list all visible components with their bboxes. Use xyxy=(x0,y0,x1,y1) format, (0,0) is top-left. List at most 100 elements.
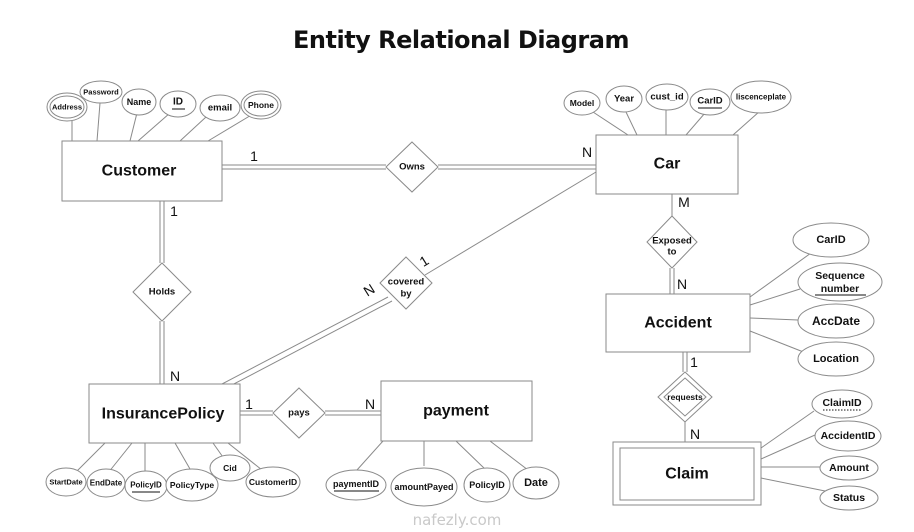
attribute-label: ClaimID xyxy=(822,397,862,409)
cardinality-owns-customer: 1 xyxy=(250,148,258,164)
entity-label: Car xyxy=(654,156,681,173)
attribute-carid[interactable]: CarID xyxy=(792,222,870,258)
relationship-requests-identifying[interactable]: requests xyxy=(657,371,713,423)
relationship-label-line2: to xyxy=(668,247,677,258)
watermark-text: nafezly.com xyxy=(413,511,502,529)
relationship-holds[interactable]: Holds xyxy=(132,262,192,322)
attribute-amountpayed[interactable]: amountPayed xyxy=(390,467,458,507)
attribute-paymentid-key[interactable]: paymentID xyxy=(325,469,387,501)
attr-line xyxy=(107,442,133,474)
entity-accident[interactable]: Accident xyxy=(605,293,751,353)
attribute-name[interactable]: Name xyxy=(121,88,157,116)
attr-line xyxy=(760,477,831,493)
attr-line xyxy=(179,116,207,142)
attribute-accidentid[interactable]: AccidentID xyxy=(814,420,882,452)
connectors xyxy=(71,102,831,493)
accident-attributes: CarID Sequence number AccDate Location xyxy=(792,222,883,377)
attribute-customerid[interactable]: CustomerID xyxy=(245,466,301,498)
entity-insurance-policy[interactable]: InsurancePolicy xyxy=(88,383,241,444)
relationship-exposed-to[interactable]: Exposed to xyxy=(646,215,698,269)
attr-line xyxy=(174,442,191,470)
coveredby-policy-line xyxy=(221,296,389,385)
attribute-location[interactable]: Location xyxy=(797,341,875,377)
attribute-label-line1: Sequence xyxy=(815,270,865,282)
attribute-label: email xyxy=(208,103,232,114)
entity-car[interactable]: Car xyxy=(595,134,739,195)
attribute-carid-key[interactable]: CarID xyxy=(689,88,731,116)
customer-attributes: Address Password Name ID email Phone xyxy=(46,80,282,122)
attribute-policytype[interactable]: PolicyType xyxy=(165,468,219,502)
attribute-label: Location xyxy=(813,353,859,365)
attribute-label: AccidentID xyxy=(821,430,876,442)
attr-line xyxy=(749,330,807,354)
attr-line xyxy=(760,410,815,449)
attribute-amount[interactable]: Amount xyxy=(819,455,879,481)
attribute-label: Address xyxy=(52,103,82,112)
entity-payment[interactable]: payment xyxy=(380,380,533,442)
entity-label: Customer xyxy=(102,163,177,180)
attribute-date[interactable]: Date xyxy=(512,466,560,500)
cardinality-pays-policy: 1 xyxy=(245,396,253,412)
entity-claim-weak[interactable]: Claim xyxy=(612,441,762,506)
cardinality-owns-car: N xyxy=(582,144,592,160)
attribute-label: AccDate xyxy=(812,314,860,328)
cardinality-pays-payment: N xyxy=(365,396,375,412)
attr-line xyxy=(625,111,638,136)
relationship-label: Owns xyxy=(399,162,425,173)
attribute-label: Date xyxy=(524,477,548,489)
attribute-model[interactable]: Model xyxy=(563,90,601,116)
attribute-label: EndDate xyxy=(90,479,123,488)
car-attributes: Model Year cust_id CarID liscenceplate xyxy=(563,80,792,116)
claim-attributes: ClaimID AccidentID Amount Status xyxy=(811,389,882,511)
attribute-accdate[interactable]: AccDate xyxy=(797,303,875,339)
attribute-label: CustomerID xyxy=(249,477,297,487)
attribute-policyid[interactable]: PolicyID xyxy=(463,467,511,503)
attribute-cid[interactable]: Cid xyxy=(209,454,251,482)
attribute-licenceplate[interactable]: liscenceplate xyxy=(730,80,792,114)
attribute-sequence-number-key[interactable]: Sequence number xyxy=(797,262,883,302)
attribute-email[interactable]: email xyxy=(199,94,241,122)
coveredby-policy-line-2 xyxy=(229,300,393,387)
attr-line xyxy=(356,440,384,471)
attribute-label: CarID xyxy=(816,234,845,246)
relationship-label-line2: by xyxy=(400,289,412,300)
attribute-label: PolicyType xyxy=(170,480,215,490)
attribute-label: CarID xyxy=(697,96,722,107)
attr-line xyxy=(749,317,799,321)
attribute-label: Status xyxy=(833,492,865,504)
cardinality-coveredby-car: 1 xyxy=(416,252,431,270)
attribute-id-key[interactable]: ID xyxy=(159,90,197,118)
car-coveredby-line xyxy=(424,171,597,276)
attribute-label: Model xyxy=(570,98,595,108)
attribute-phone-multivalued[interactable]: Phone xyxy=(240,90,282,120)
attribute-claimid-partial-key[interactable]: ClaimID xyxy=(811,389,873,419)
attribute-label: PolicyID xyxy=(469,480,505,490)
relationship-covered-by[interactable]: covered by xyxy=(379,256,433,310)
attr-line xyxy=(227,442,263,471)
relationship-owns[interactable]: Owns xyxy=(385,141,439,193)
relationship-label-line1: Exposed xyxy=(652,236,692,247)
attribute-status[interactable]: Status xyxy=(819,485,879,511)
attribute-label: liscenceplate xyxy=(736,93,787,102)
entity-customer[interactable]: Customer xyxy=(61,140,223,202)
attribute-label: paymentID xyxy=(333,479,380,489)
attribute-cust-id[interactable]: cust_id xyxy=(645,83,689,111)
entity-label: payment xyxy=(423,403,489,420)
attribute-enddate[interactable]: EndDate xyxy=(86,468,126,498)
cardinality-exposed-car: M xyxy=(678,194,690,210)
attr-line xyxy=(749,252,812,298)
relationship-label: pays xyxy=(288,408,310,419)
attribute-label: PolicyID xyxy=(130,481,162,490)
attribute-label: ID xyxy=(173,97,183,108)
attribute-label-line2: number xyxy=(821,283,860,295)
relationship-pays[interactable]: pays xyxy=(272,387,326,439)
attribute-password[interactable]: Password xyxy=(79,80,123,104)
attribute-label: Phone xyxy=(248,100,274,110)
attribute-policyid-key[interactable]: PolicyID xyxy=(124,470,168,502)
attribute-year[interactable]: Year xyxy=(605,85,643,113)
attr-line xyxy=(732,110,761,136)
cardinalities: 1 N 1 N 1 N M N 1 N 1 N xyxy=(170,144,700,442)
attribute-address-multivalued[interactable]: Address xyxy=(46,92,88,122)
cardinality-requests-claim: N xyxy=(690,426,700,442)
attribute-startdate[interactable]: StartDate xyxy=(45,467,87,497)
